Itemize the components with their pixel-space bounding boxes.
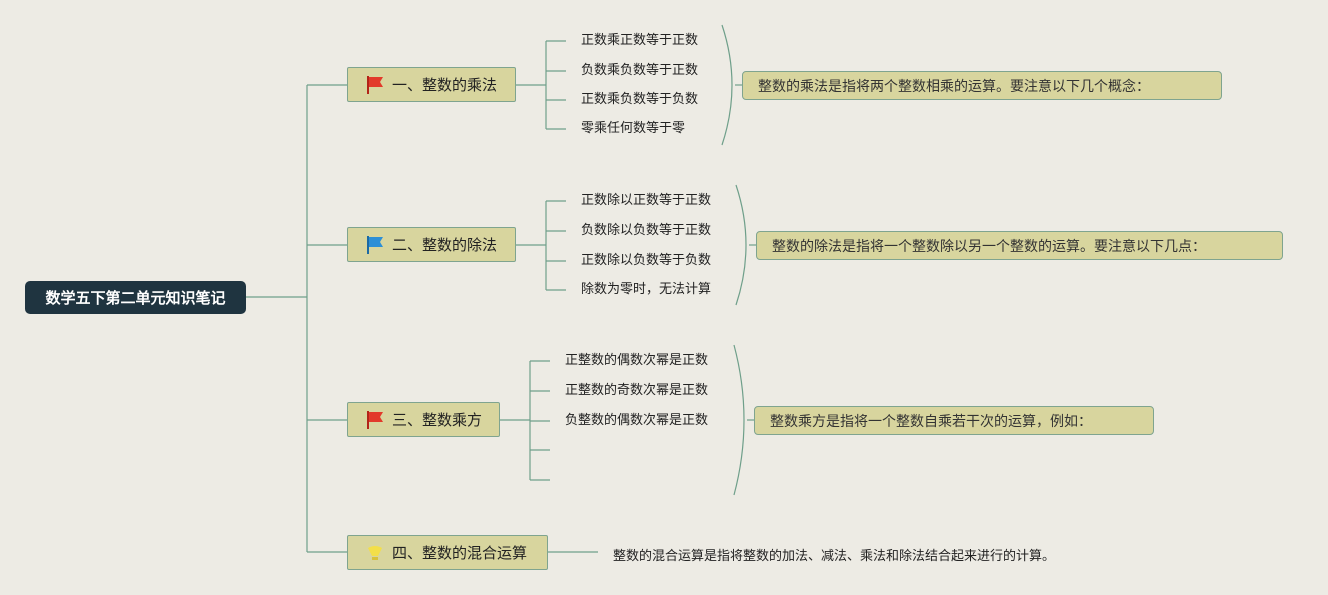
branch-label: 二、整数的除法	[392, 236, 498, 254]
root-node[interactable]: 数学五下第二单元知识笔记	[25, 281, 246, 314]
branch-1-item[interactable]: 正数乘负数等于负数	[581, 92, 699, 107]
branch-label: 四、整数的混合运算	[392, 544, 528, 562]
blue-flag-icon	[367, 235, 383, 254]
branch-3-item[interactable]: 负整数的偶数次幂是正数	[565, 413, 709, 428]
branch-mixed-operations[interactable]: 四、整数的混合运算	[347, 535, 548, 570]
branch-3-summary-note[interactable]: 整数乘方是指将一个整数自乘若干次的运算，例如：	[754, 406, 1154, 435]
branch-label: 三、整数乘方	[392, 411, 483, 429]
branch-1-brace	[721, 24, 733, 146]
branch-3-item[interactable]: 正整数的偶数次幂是正数	[565, 353, 709, 368]
branch-2-summary-note[interactable]: 整数的除法是指将一个整数除以另一个整数的运算。要注意以下几点：	[756, 231, 1283, 260]
branch-3-brace	[733, 344, 745, 496]
branch-1-summary-note[interactable]: 整数的乘法是指将两个整数相乘的运算。要注意以下几个概念：	[742, 71, 1222, 100]
branch-4-summary-text[interactable]: 整数的混合运算是指将整数的加法、减法、乘法和除法结合起来进行的计算。	[613, 549, 1056, 564]
summary-text: 整数的除法是指将一个整数除以另一个整数的运算。要注意以下几点：	[772, 238, 1206, 255]
summary-text: 整数的乘法是指将两个整数相乘的运算。要注意以下几个概念：	[758, 78, 1150, 95]
branch-3-item[interactable]: 正整数的奇数次幂是正数	[565, 383, 709, 398]
branch-label: 一、整数的乘法	[392, 76, 498, 94]
branch-multiplication[interactable]: 一、整数的乘法	[347, 67, 516, 102]
branch-1-item[interactable]: 正数乘正数等于正数	[581, 33, 699, 48]
lightbulb-icon	[368, 545, 382, 560]
red-flag-icon	[367, 410, 383, 429]
branch-1-item[interactable]: 零乘任何数等于零	[581, 121, 686, 136]
red-flag-icon	[367, 75, 383, 94]
branch-2-item[interactable]: 除数为零时，无法计算	[581, 282, 712, 297]
branch-2-item[interactable]: 负数除以负数等于正数	[581, 223, 712, 238]
branch-1-item[interactable]: 负数乘负数等于正数	[581, 63, 699, 78]
root-title: 数学五下第二单元知识笔记	[45, 289, 226, 307]
branch-2-brace	[735, 184, 747, 306]
branch-power[interactable]: 三、整数乘方	[347, 402, 500, 437]
branch-2-item[interactable]: 正数除以负数等于负数	[581, 253, 712, 268]
summary-text: 整数乘方是指将一个整数自乘若干次的运算，例如：	[770, 413, 1092, 430]
branch-2-item[interactable]: 正数除以正数等于正数	[581, 193, 712, 208]
branch-division[interactable]: 二、整数的除法	[347, 227, 516, 262]
